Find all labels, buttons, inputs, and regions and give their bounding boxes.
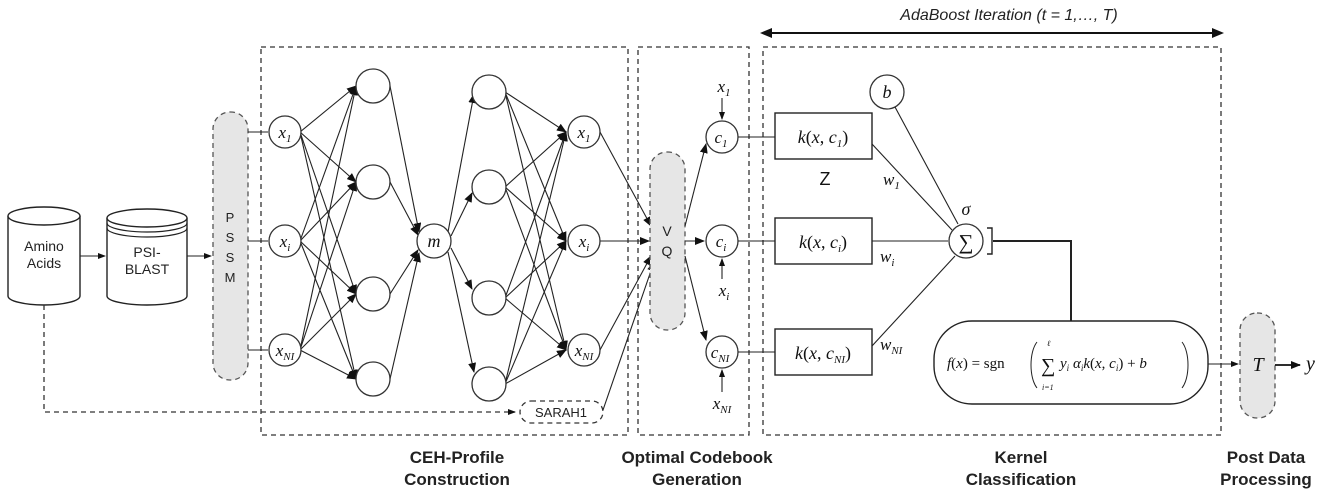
sum-node: ∑ (948, 223, 984, 259)
sum-to-formula-path (993, 240, 1072, 322)
vq-input-x1: x1 (716, 77, 731, 120)
svg-text:w1: w1 (883, 170, 900, 192)
pssm-letter-1: P (226, 210, 235, 225)
threshold-label: T (1252, 354, 1265, 376)
svg-text:k(x, c1): k(x, c1) (798, 127, 849, 150)
hidden2-node-3 (471, 280, 507, 316)
sarah-to-vq-arrow (602, 261, 655, 411)
psi-blast-database: PSI- BLAST (106, 208, 188, 306)
bias-to-sum-edge (894, 106, 959, 225)
amino-label-line1: Amino (24, 238, 64, 254)
svg-text:wi: wi (880, 247, 894, 269)
decision-function-box (933, 320, 1209, 405)
stage-post-line2: Processing (1220, 470, 1312, 489)
weight-wi: wi (880, 247, 894, 269)
kernel-box-cni: k(x, cNI) (774, 328, 873, 376)
codeword-node-ci: ci (705, 224, 739, 258)
hidden1-node-4 (355, 361, 391, 397)
svg-text:x1: x1 (716, 77, 730, 99)
svg-text:xi: xi (578, 232, 590, 254)
svg-text:yi αik(x, ci) + b: yi αik(x, ci) + b (1058, 356, 1147, 373)
input-node-xni: xNI (268, 333, 302, 367)
svg-text:k(x, ci): k(x, ci) (799, 232, 847, 255)
hidden2-node-1 (471, 74, 507, 110)
stage-codebook-line2: Generation (652, 470, 742, 489)
codeword-node-cni: cNI (705, 335, 739, 369)
psiblast-label-line1: PSI- (133, 244, 161, 260)
sigma-label: σ (962, 199, 972, 219)
svg-text:xi: xi (279, 232, 291, 254)
amino-acids-database: Amino Acids (7, 206, 81, 306)
svg-text:∑: ∑ (1041, 355, 1055, 377)
svg-text:f(x) = sgn: f(x) = sgn (947, 356, 1005, 372)
adaboost-label: AdaBoost Iteration (t = 1,…, T) (899, 7, 1117, 24)
kernel-box-ci: k(x, ci) (774, 217, 873, 265)
hidden2-node-4 (471, 366, 507, 402)
kernel-box-c1: k(x, c1) (774, 112, 873, 160)
output-label: y (1304, 353, 1315, 375)
svg-text:xNI: xNI (712, 394, 733, 416)
sarah1-label: SARAH1 (535, 405, 587, 420)
input-node-xi: xi (268, 224, 302, 258)
stage-kernel-line1: Kernel (995, 448, 1048, 467)
weight-wni: wNI (880, 335, 904, 357)
codeword-node-c1: c1 (705, 120, 739, 154)
stage-post-line1: Post Data (1227, 448, 1306, 467)
bias-node: b (869, 74, 905, 110)
hidden2-node-2 (471, 169, 507, 205)
vq-block (649, 151, 686, 331)
stage-codebook-line1: Optimal Codebook (621, 448, 773, 467)
vq-letter-q: Q (662, 243, 673, 259)
hidden1-node-1 (355, 68, 391, 104)
psiblast-label-line2: BLAST (125, 261, 170, 277)
output-node-x1: x1 (567, 115, 601, 149)
input-node-x1: x1 (268, 115, 302, 149)
svg-text:i=1: i=1 (1042, 383, 1054, 392)
stage-ceh-line1: CEH-Profile (410, 448, 504, 467)
amino-label-line2: Acids (27, 255, 61, 271)
vq-letter-v: V (662, 223, 672, 239)
pssm-block (212, 111, 249, 381)
pssm-letter-2: S (226, 230, 235, 245)
vq-to-cni-edge (684, 255, 708, 341)
middle-node-m: m (416, 223, 452, 259)
sum-bracket (987, 227, 993, 255)
network-edges (299, 85, 652, 385)
kni-to-sum-edge (871, 255, 956, 347)
pssm-letter-4: M (225, 270, 236, 285)
bias-label: b (883, 82, 892, 102)
hidden1-node-3 (355, 276, 391, 312)
pssm-letter-3: S (226, 250, 235, 265)
svg-text:ℓ: ℓ (1047, 339, 1051, 348)
z-label: Z (820, 169, 831, 189)
svg-text:ci: ci (716, 232, 727, 254)
vq-to-c1-edge (684, 143, 708, 227)
svg-text:wNI: wNI (880, 335, 904, 357)
svg-text:xi: xi (718, 281, 730, 303)
output-node-xni: xNI (567, 333, 601, 367)
weight-w1: w1 (883, 170, 900, 192)
vq-input-xni: xNI (712, 369, 733, 416)
vq-input-xi: xi (718, 258, 730, 303)
hidden1-node-2 (355, 164, 391, 200)
k1-to-sum-edge (871, 143, 953, 231)
sarah1-box (519, 400, 604, 424)
middle-node-label: m (428, 231, 441, 251)
decision-function-formula: f(x) = sgn ∑ ℓ i=1 yi αik(x, ci) + b (947, 339, 1189, 392)
sum-symbol: ∑ (959, 230, 974, 254)
stage-ceh-line2: Construction (404, 470, 510, 489)
stage-kernel-line2: Classification (966, 470, 1077, 489)
output-node-xi: xi (567, 224, 601, 258)
